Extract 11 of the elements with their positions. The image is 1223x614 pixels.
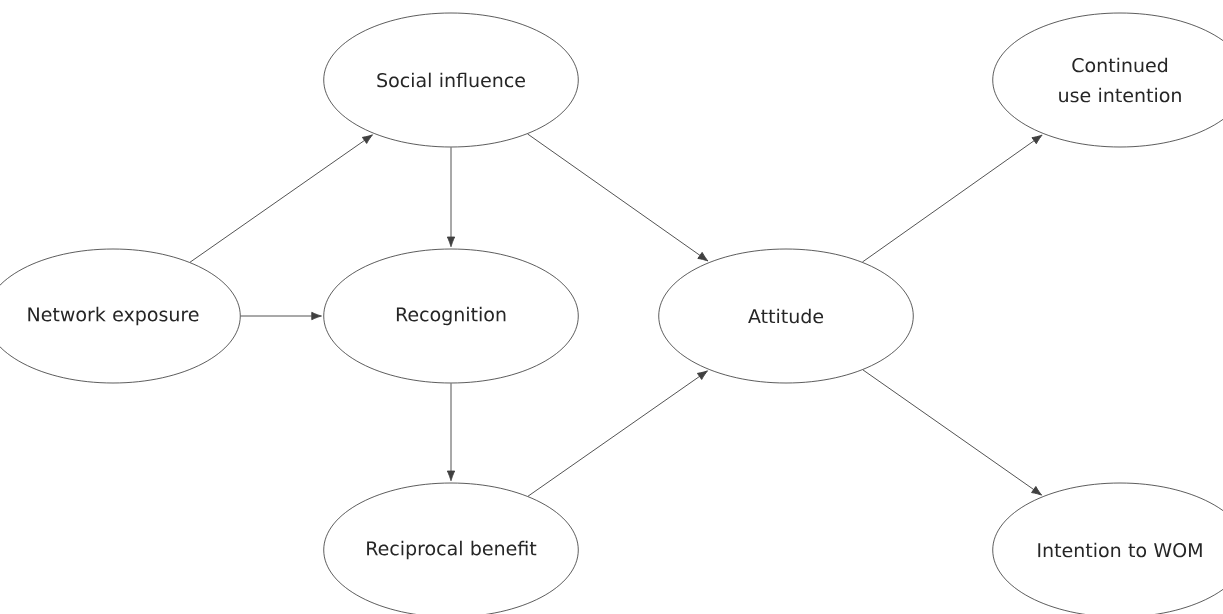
arrow [862,369,1043,496]
arrow [527,133,709,262]
ellipse-node: Social influence [323,12,579,148]
arrow [189,134,373,263]
ellipse-node: Recognition [323,248,579,384]
arrow [527,370,708,497]
arrow [861,134,1043,263]
arrow [240,311,322,321]
arrow [446,382,456,482]
arrow [446,146,456,248]
ellipse-node: Attitude [658,248,914,384]
